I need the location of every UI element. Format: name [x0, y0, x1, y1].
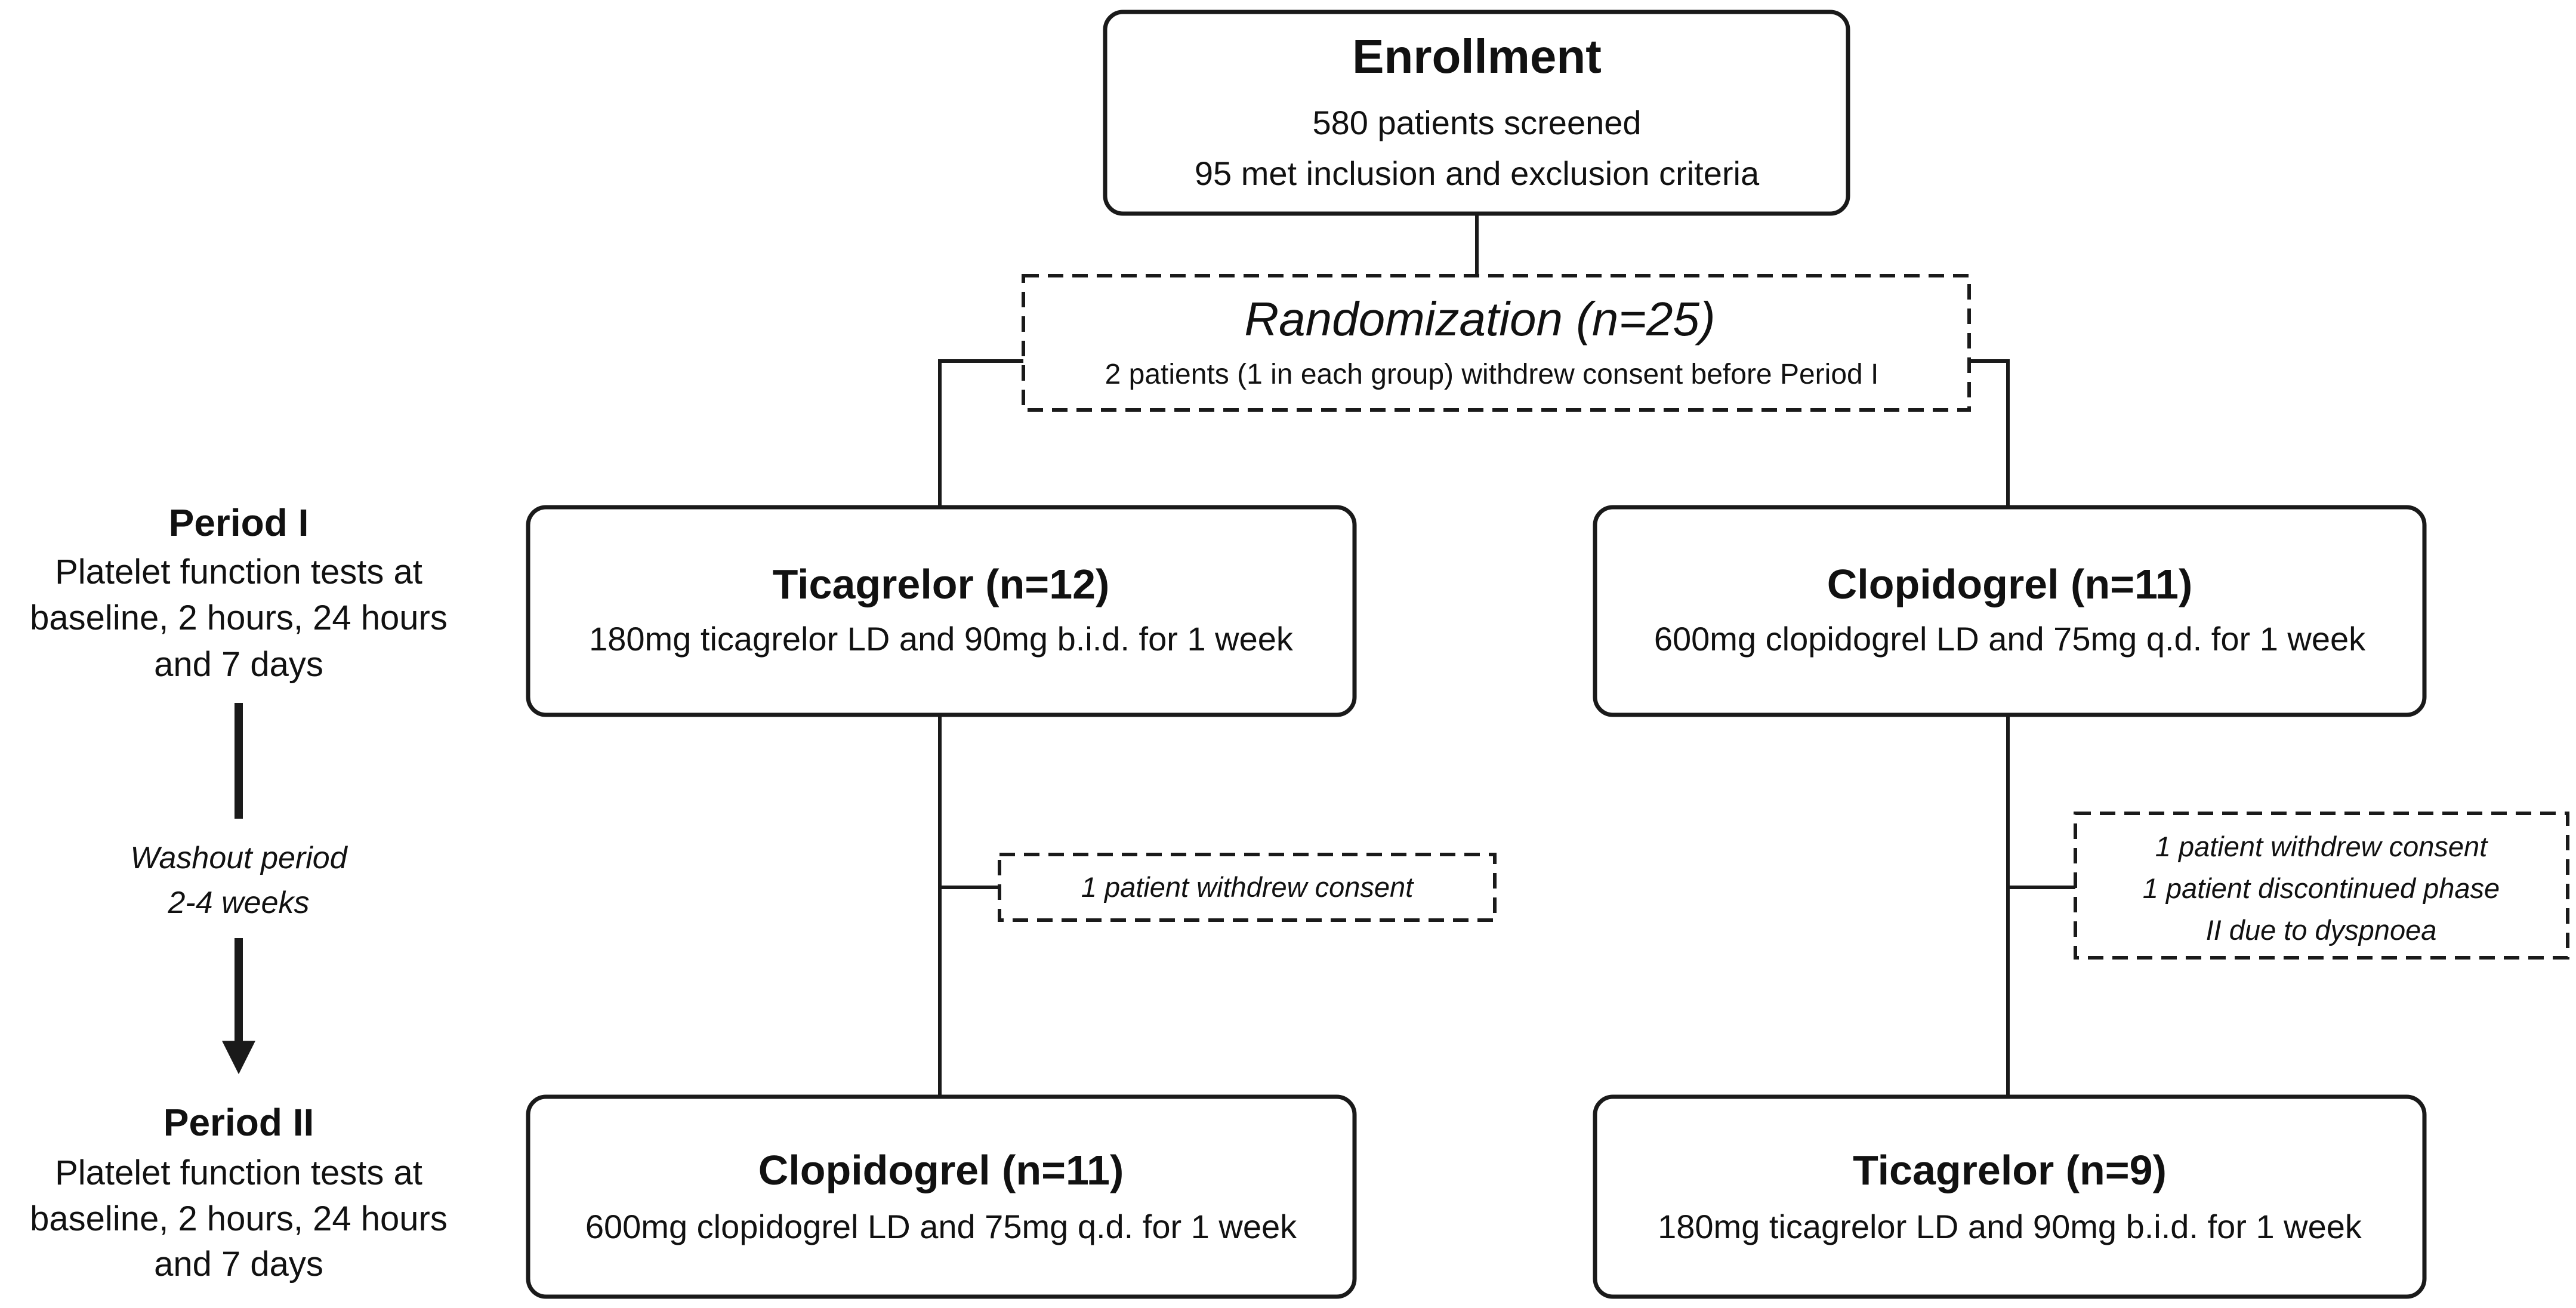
period-2-clopidogrel-box: Clopidogrel (n=11) 600mg clopidogrel LD …	[526, 1094, 1357, 1299]
connectors	[938, 214, 2075, 1097]
right-withdrawal-note-2: 1 patient discontinued phase	[2143, 872, 2500, 904]
enrollment-box: Enrollment 580 patients screened 95 met …	[1103, 10, 1850, 216]
randomization-box: Randomization (n=25) 2 patients (1 in ea…	[1022, 274, 1971, 412]
period-1-line-3: and 7 days	[154, 645, 323, 684]
randomization-to-right-arm-line	[1969, 359, 2010, 507]
left-withdrawal-note: 1 patient withdrew consent	[1081, 871, 1414, 903]
period-1-label: Period I Platelet function tests at base…	[30, 501, 448, 684]
enrollment-title: Enrollment	[1352, 30, 1602, 83]
enrollment-eligible: 95 met inclusion and exclusion criteria	[1195, 155, 1760, 192]
enrollment-screened: 580 patients screened	[1312, 104, 1641, 141]
period-2-clopidogrel-regimen: 600mg clopidogrel LD and 75mg q.d. for 1…	[585, 1208, 1297, 1245]
right-withdrawal-note-3: II due to dyspnoea	[2206, 914, 2437, 946]
period-1-title: Period I	[169, 501, 309, 544]
period-2-line-1: Platelet function tests at	[55, 1153, 422, 1192]
right-withdrawal-box: 1 patient withdrew consent 1 patient dis…	[2074, 812, 2569, 960]
period-2-line-2: baseline, 2 hours, 24 hours	[30, 1199, 448, 1238]
period-2-ticagrelor-regimen: 180mg ticagrelor LD and 90mg b.i.d. for …	[1658, 1208, 2362, 1245]
period-2-line-3: and 7 days	[154, 1245, 323, 1284]
left-withdrawal-box: 1 patient withdrew consent	[998, 853, 1497, 922]
washout-label: Washout period	[130, 841, 348, 875]
period-2-label: Period II Platelet function tests at bas…	[30, 1101, 448, 1284]
period-1-clopidogrel-box: Clopidogrel (n=11) 600mg clopidogrel LD …	[1593, 505, 2427, 717]
period-1-ticagrelor-title: Ticagrelor (n=12)	[773, 561, 1110, 607]
randomization-to-left-arm-line	[938, 359, 1023, 507]
period-1-clopidogrel-title: Clopidogrel (n=11)	[1827, 561, 2193, 607]
randomization-title: Randomization (n=25)	[1244, 292, 1715, 345]
period-2-ticagrelor-title: Ticagrelor (n=9)	[1853, 1147, 2167, 1193]
washout-timeline: Washout period 2-4 weeks	[130, 703, 348, 1075]
randomization-withdrawal-note: 2 patients (1 in each group) withdrew co…	[1105, 359, 1879, 390]
washout-duration: 2-4 weeks	[168, 886, 310, 920]
period-2-title: Period II	[163, 1101, 314, 1144]
period-2-clopidogrel-title: Clopidogrel (n=11)	[758, 1147, 1124, 1193]
period-1-ticagrelor-box: Ticagrelor (n=12) 180mg ticagrelor LD an…	[526, 505, 1357, 717]
period-1-ticagrelor-regimen: 180mg ticagrelor LD and 90mg b.i.d. for …	[589, 620, 1294, 658]
right-withdrawal-note-1: 1 patient withdrew consent	[2155, 831, 2488, 862]
period-1-line-2: baseline, 2 hours, 24 hours	[30, 599, 448, 637]
period-2-ticagrelor-box: Ticagrelor (n=9) 180mg ticagrelor LD and…	[1593, 1094, 2427, 1299]
period-1-line-1: Platelet function tests at	[55, 553, 422, 591]
period-1-clopidogrel-regimen: 600mg clopidogrel LD and 75mg q.d. for 1…	[1654, 620, 2366, 658]
